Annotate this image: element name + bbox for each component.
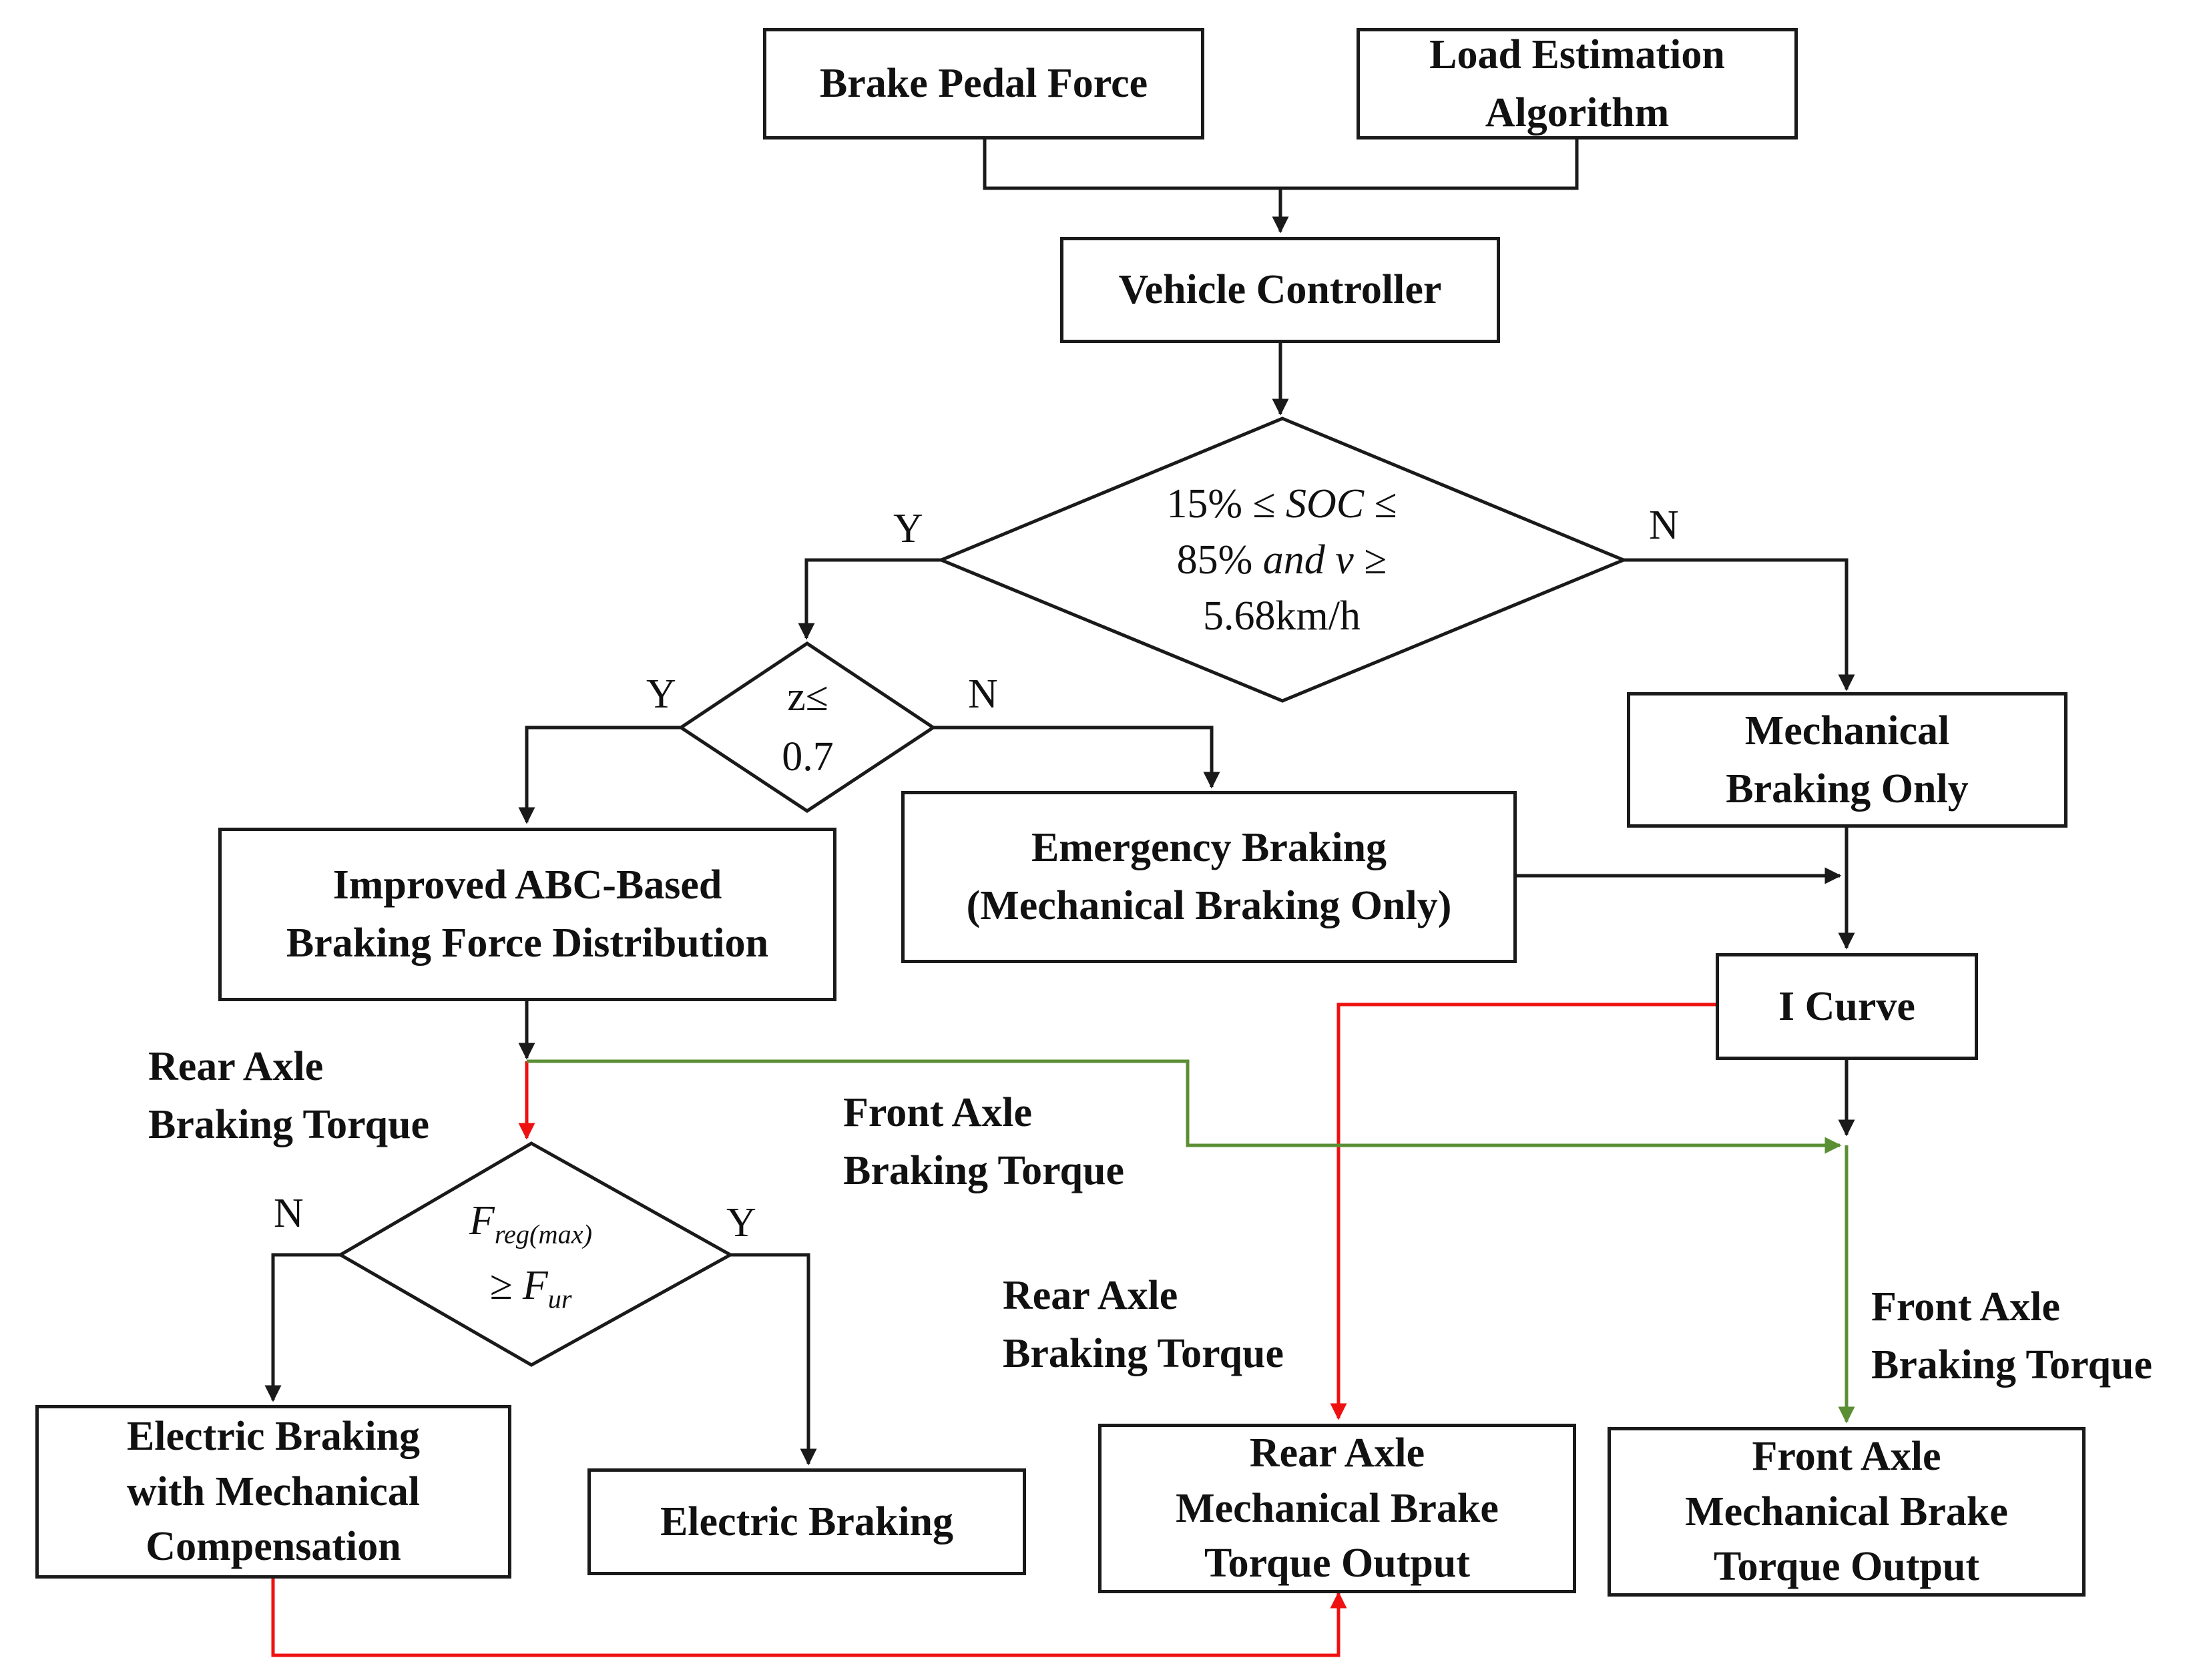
electric-mech-comp-line3: Compensation: [146, 1524, 401, 1570]
i-curve-label: I Curve: [1778, 983, 1915, 1029]
rear-axle-torque-label-mid: Rear Axle Braking Torque: [1003, 1273, 1284, 1376]
edge-freg-yes: [730, 1253, 817, 1466]
load-estimation-box: Load Estimation Algorithm: [1357, 28, 1798, 139]
brake-pedal-label: Brake Pedal Force: [819, 61, 1148, 107]
edge-compensation: [271, 1579, 1347, 1657]
mechanical-only-line1: Mechanical: [1744, 708, 1950, 754]
edge-freg-no: [264, 1253, 340, 1402]
freg-decision-shape: [337, 1141, 734, 1367]
freg-yes-label: Y: [726, 1200, 756, 1245]
freg-no-label: N: [274, 1191, 304, 1236]
electric-braking-label: Electric Braking: [660, 1498, 954, 1545]
edge-front-torque: [527, 1059, 1842, 1154]
rear-output-line1: Rear Axle: [1249, 1430, 1425, 1476]
electric-mech-comp-line2: with Mechanical: [126, 1468, 421, 1514]
rear-axle-torque-label-left: Rear Axle Braking Torque: [148, 1044, 429, 1147]
edge-z-yes: [518, 726, 681, 824]
rear-output-line3: Torque Output: [1204, 1541, 1470, 1587]
emergency-braking-box: Emergency Braking (Mechanical Braking On…: [901, 791, 1517, 963]
front-axle-torque-label-mid: Front Axle Braking Torque: [843, 1090, 1124, 1193]
edge-soc-no: [1624, 558, 1855, 691]
freg-decision-text: Freg(max) ≥ Fur: [469, 1198, 593, 1314]
improved-abc-line1: Improved ABC-Based: [332, 862, 722, 908]
front-axle-torque-label-right: Front Axle Braking Torque: [1871, 1284, 2152, 1388]
front-output-box: Front Axle Mechanical Brake Torque Outpu…: [1608, 1427, 2086, 1597]
front-output-line1: Front Axle: [1752, 1434, 1941, 1480]
brake-pedal-box: Brake Pedal Force: [763, 28, 1204, 139]
mechanical-only-line2: Braking Only: [1726, 766, 1969, 812]
z-decision-shape: [678, 641, 937, 813]
soc-decision-text: 15% ≤ SOC ≤ 85% and v ≥ 5.68km/h: [1166, 481, 1397, 639]
i-curve-box: I Curve: [1716, 953, 1978, 1060]
electric-mech-comp-line1: Electric Braking: [126, 1414, 421, 1460]
rear-output-line2: Mechanical Brake: [1176, 1485, 1499, 1531]
z-no-label: N: [968, 671, 998, 717]
rear-output-box: Rear Axle Mechanical Brake Torque Output: [1098, 1424, 1576, 1593]
load-estimation-line1: Load Estimation: [1429, 31, 1725, 77]
electric-braking-box: Electric Braking: [587, 1468, 1026, 1575]
vehicle-controller-box: Vehicle Controller: [1060, 237, 1500, 343]
edge-pedal-merge: [983, 139, 1579, 190]
edge-z-no: [933, 726, 1220, 789]
vehicle-controller-label: Vehicle Controller: [1118, 267, 1442, 313]
z-yes-label: Y: [646, 671, 676, 717]
edge-icurve-rear: [1330, 1003, 1716, 1420]
soc-decision-shape: [937, 416, 1628, 703]
edge-soc-yes: [798, 558, 941, 640]
emergency-braking-line2: (Mechanical Braking Only): [966, 883, 1452, 928]
improved-abc-box: Improved ABC-Based Braking Force Distrib…: [218, 828, 836, 1001]
electric-mech-comp-box: Electric Braking with Mechanical Compens…: [35, 1405, 511, 1579]
load-estimation-line2: Algorithm: [1485, 89, 1670, 135]
front-output-line3: Torque Output: [1713, 1544, 1979, 1590]
front-output-line2: Mechanical Brake: [1685, 1488, 2008, 1534]
emergency-braking-line1: Emergency Braking: [1031, 825, 1387, 871]
mechanical-only-box: Mechanical Braking Only: [1627, 692, 2067, 828]
z-decision-text: z≤ 0.7: [782, 674, 834, 780]
improved-abc-line2: Braking Force Distribution: [286, 920, 769, 966]
soc-no-label: N: [1649, 503, 1679, 548]
soc-yes-label: Y: [893, 506, 923, 551]
